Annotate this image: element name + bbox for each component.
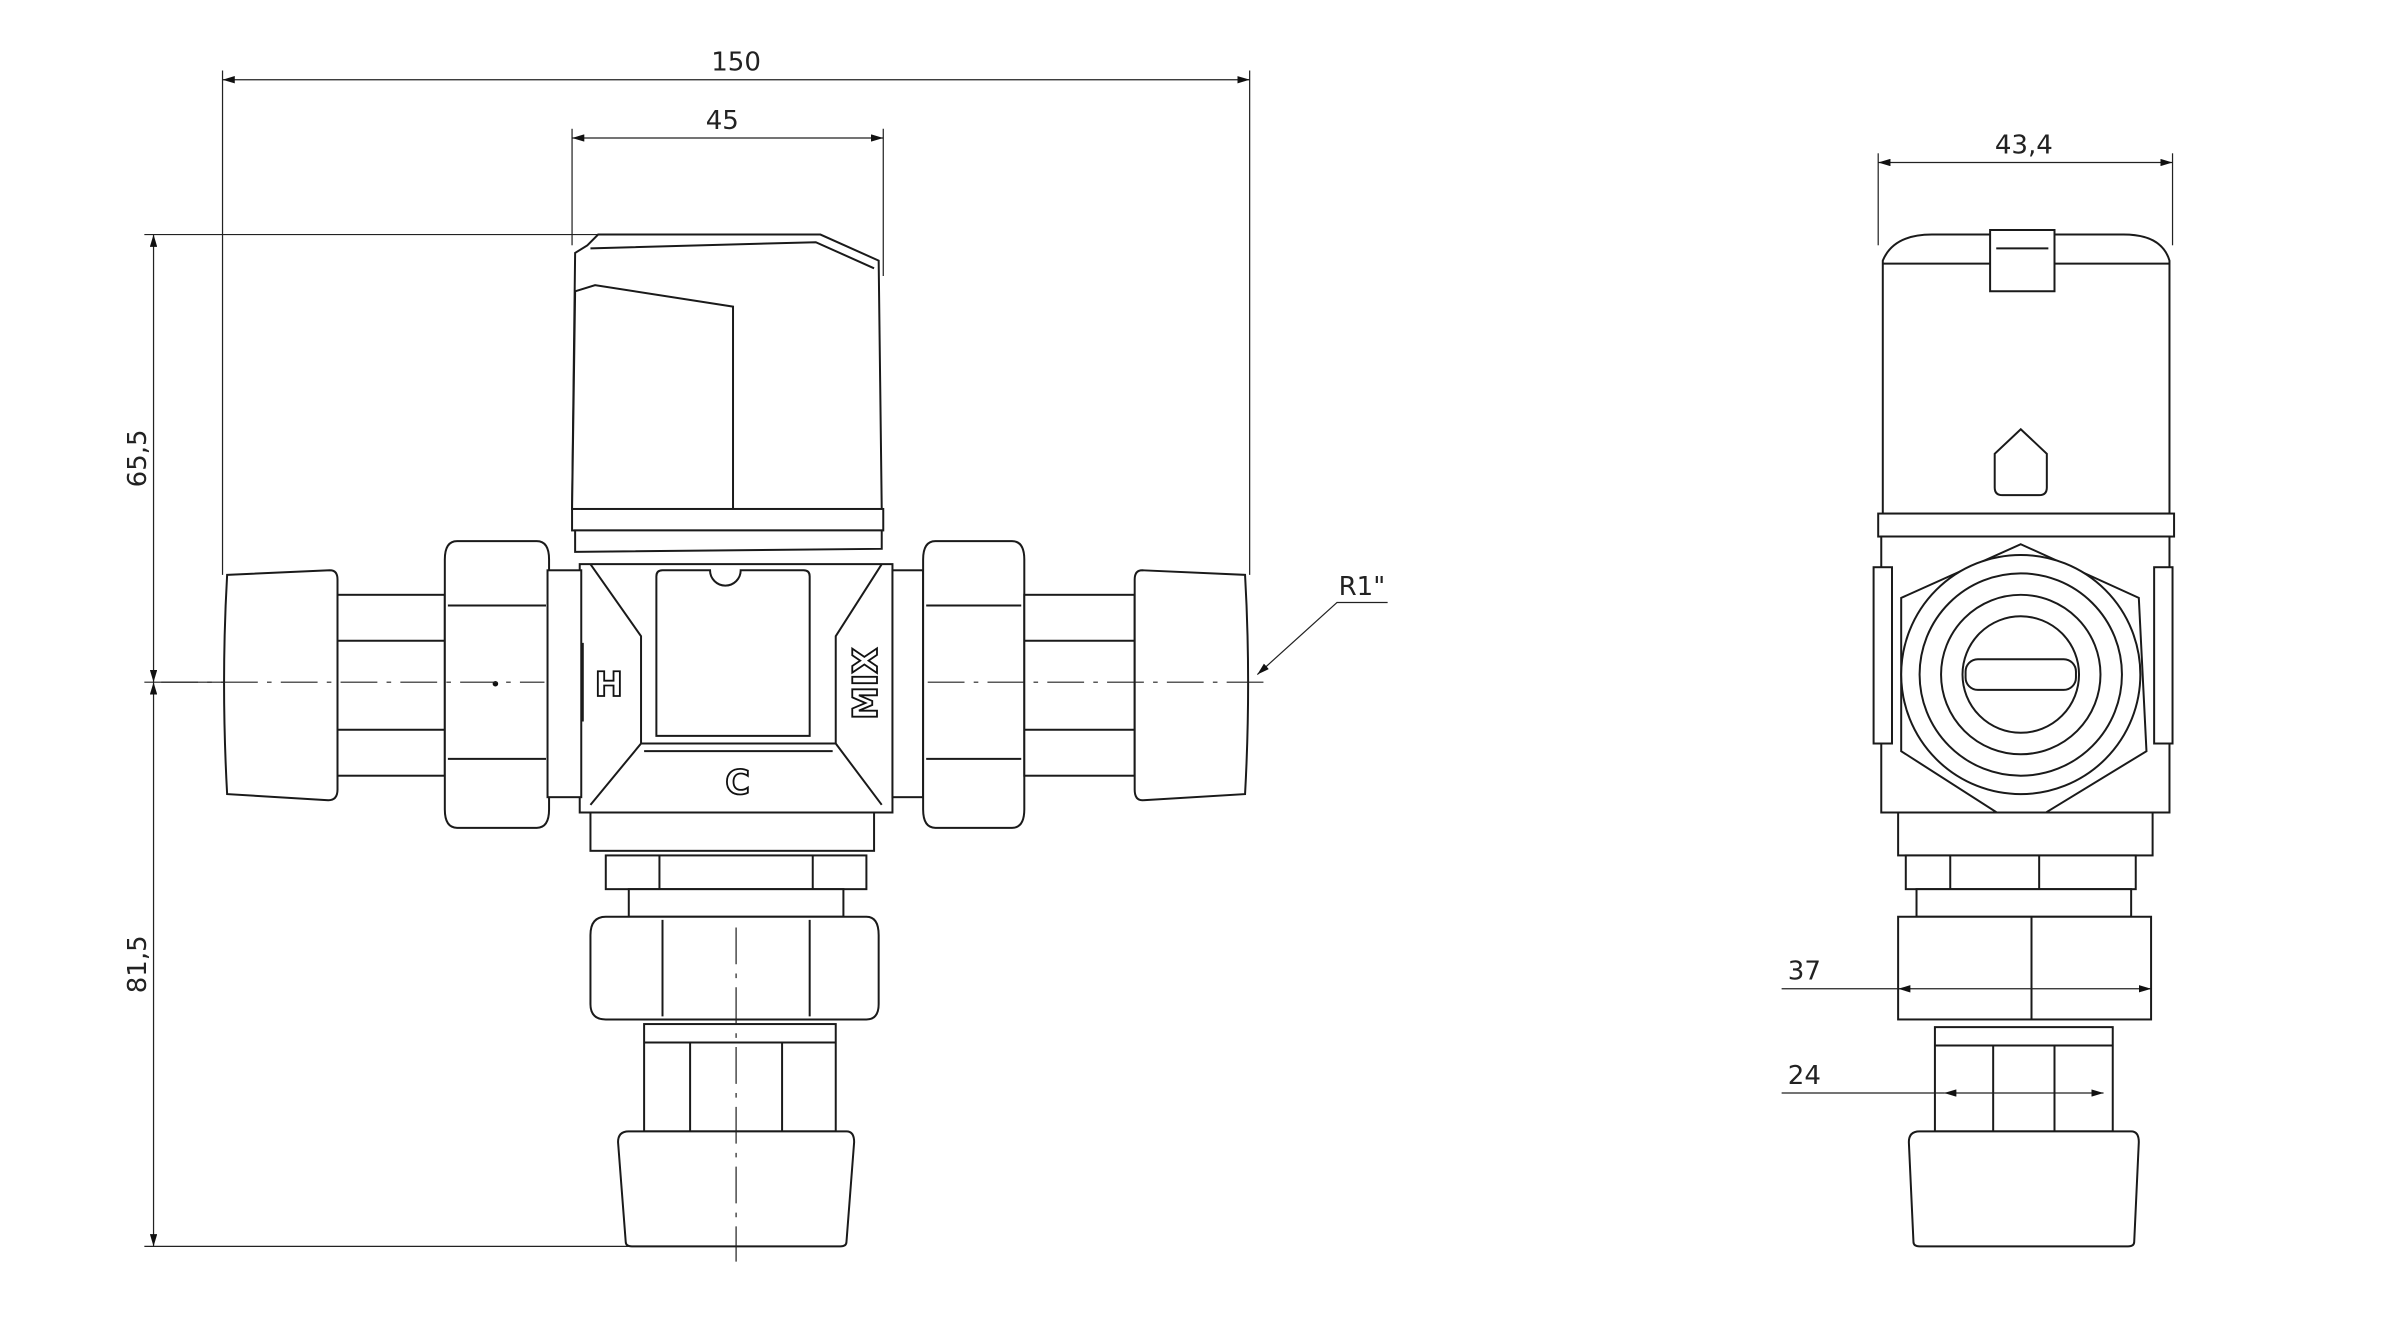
port-label-cold: C bbox=[725, 763, 750, 802]
thread-callout: R1" bbox=[1256, 572, 1388, 675]
port-label-hot: H bbox=[595, 665, 623, 704]
port-label-mix: MIX bbox=[846, 648, 885, 720]
side-body bbox=[1872, 535, 2174, 830]
valve-body: H C MIX bbox=[555, 563, 922, 814]
thread-label: R1" bbox=[1339, 572, 1386, 602]
dimension-overall-width: 150 bbox=[221, 48, 1251, 575]
side-view: 43,4 37 24 bbox=[1781, 130, 2176, 1248]
dimension-handle-width: 45 bbox=[571, 106, 884, 276]
arrow-indicator-icon bbox=[1993, 427, 2048, 497]
cold-inlet-fitting bbox=[589, 811, 880, 1262]
dim-label-43-4: 43,4 bbox=[1995, 130, 2053, 160]
dim-label-37: 37 bbox=[1788, 957, 1821, 987]
dim-label-65-5: 65,5 bbox=[123, 429, 153, 487]
temperature-handle bbox=[571, 233, 885, 553]
front-view: 150 45 65,5 81,5 H C MIX bbox=[123, 48, 1388, 1262]
dimension-nut-size: 37 bbox=[1781, 957, 2152, 993]
dimension-pipe-size: 24 bbox=[1781, 1061, 2104, 1097]
side-bottom-fitting bbox=[1897, 811, 2154, 1248]
hot-inlet-fitting bbox=[161, 540, 583, 829]
mix-outlet-fitting bbox=[891, 540, 1273, 829]
dim-label-81-5: 81,5 bbox=[123, 935, 153, 993]
dim-label-24: 24 bbox=[1788, 1061, 1821, 1091]
side-handle bbox=[1877, 228, 2176, 538]
dim-label-150: 150 bbox=[711, 48, 761, 78]
dim-label-45: 45 bbox=[706, 106, 739, 136]
dimension-side-width: 43,4 bbox=[1877, 130, 2174, 246]
